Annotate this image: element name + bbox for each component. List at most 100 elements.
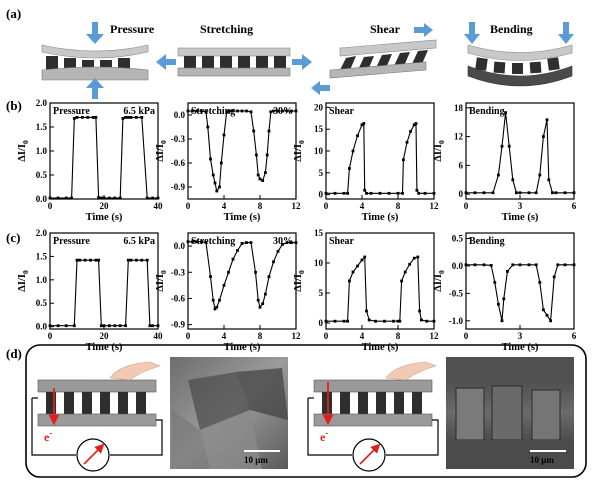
y-axis-label-sub: 0	[297, 270, 306, 274]
plot-frame	[49, 232, 159, 330]
data-point	[200, 240, 203, 244]
chart-title: Shear	[329, 106, 355, 117]
data-point	[542, 135, 545, 138]
series-line	[50, 259, 158, 327]
data-point	[527, 191, 531, 195]
data-point	[254, 270, 257, 274]
y-tick-label: 15	[314, 124, 324, 134]
data-point	[264, 292, 267, 296]
data-point	[412, 256, 416, 260]
y-tick-label: 0	[319, 318, 324, 328]
data-point	[99, 324, 103, 328]
y-tick-label: 15	[314, 228, 324, 238]
x-tick-label: 4	[222, 201, 227, 211]
data-point	[108, 324, 111, 328]
data-point	[204, 110, 208, 114]
data-point	[281, 242, 284, 246]
x-axis-label: Time (s)	[502, 212, 539, 223]
y-axis-label-main: ΔI/I	[433, 274, 444, 292]
data-point	[121, 116, 125, 120]
scalebar-label-right: 10 μm	[530, 455, 554, 465]
data-point	[218, 185, 221, 189]
data-point	[135, 258, 138, 262]
data-point	[346, 191, 349, 195]
y-tick-label: 0.5	[36, 170, 48, 180]
data-point	[324, 191, 328, 195]
data-point	[213, 181, 217, 185]
x-tick-label: 8	[258, 331, 263, 341]
y-axis-label-sub: 0	[437, 270, 446, 274]
data-point	[126, 116, 130, 119]
data-point	[552, 275, 556, 279]
x-axis-label: Time (s)	[224, 212, 261, 223]
y-tick-label: 0.0	[452, 261, 464, 271]
data-point	[493, 280, 497, 284]
data-point	[186, 109, 190, 113]
data-point	[500, 319, 504, 323]
schematic-bending	[464, 22, 574, 87]
x-tick-label: 0	[48, 201, 53, 211]
data-point	[195, 109, 199, 113]
data-point	[416, 255, 420, 259]
data-point	[83, 258, 87, 262]
data-point	[363, 188, 367, 192]
y-tick-label: -0.3	[171, 267, 186, 277]
chart-title: Shear	[329, 236, 355, 247]
x-tick-label: 6	[572, 201, 577, 211]
data-point	[118, 196, 122, 200]
y-axis-label-sub: 0	[21, 140, 30, 144]
data-point	[324, 319, 328, 323]
y-tick-label: 1.0	[36, 146, 48, 156]
data-point	[396, 191, 400, 195]
data-point	[97, 196, 100, 199]
data-point	[261, 179, 265, 182]
data-point	[75, 116, 79, 119]
data-point	[511, 178, 515, 182]
plot-frame	[325, 102, 435, 200]
data-point	[563, 263, 567, 267]
y-tick-label: 0	[459, 189, 464, 199]
data-point	[333, 191, 337, 195]
y-tick-label: -0.3	[171, 134, 186, 144]
data-point	[94, 116, 98, 119]
y-axis-label-sub: 0	[297, 140, 306, 144]
y-axis-label-sub: 0	[159, 270, 168, 274]
data-point	[113, 196, 117, 200]
data-point	[261, 302, 265, 306]
y-axis-label: ΔI/I0	[433, 140, 446, 162]
y-tick-label: -0.9	[171, 182, 186, 192]
data-point	[94, 258, 98, 262]
data-point	[502, 297, 506, 301]
data-point	[64, 324, 68, 328]
circuit-schematic-left	[31, 361, 163, 472]
y-tick-label: 12	[454, 132, 464, 142]
data-point	[124, 116, 127, 119]
data-point	[367, 318, 371, 322]
data-point	[351, 270, 355, 274]
sem-image-left	[170, 357, 288, 469]
data-point	[405, 140, 409, 144]
panel-d: (d) e- 1	[6, 344, 587, 478]
data-point	[56, 324, 60, 328]
y-tick-label: 0	[319, 190, 324, 200]
data-point	[346, 319, 349, 323]
data-point	[191, 109, 194, 113]
x-tick-label: 20	[100, 201, 110, 211]
data-point	[538, 280, 542, 284]
data-point	[265, 153, 269, 157]
y-tick-label: -0.5	[449, 288, 464, 298]
data-point	[515, 191, 518, 195]
y-tick-label: 5	[319, 168, 324, 178]
x-tick-label: 40	[154, 331, 164, 341]
y-tick-label: 0.0	[36, 194, 48, 204]
data-point	[48, 324, 52, 328]
x-tick-label: 3	[518, 201, 523, 211]
data-point	[135, 116, 138, 119]
x-tick-label: 6	[572, 331, 577, 341]
data-point	[294, 241, 298, 244]
